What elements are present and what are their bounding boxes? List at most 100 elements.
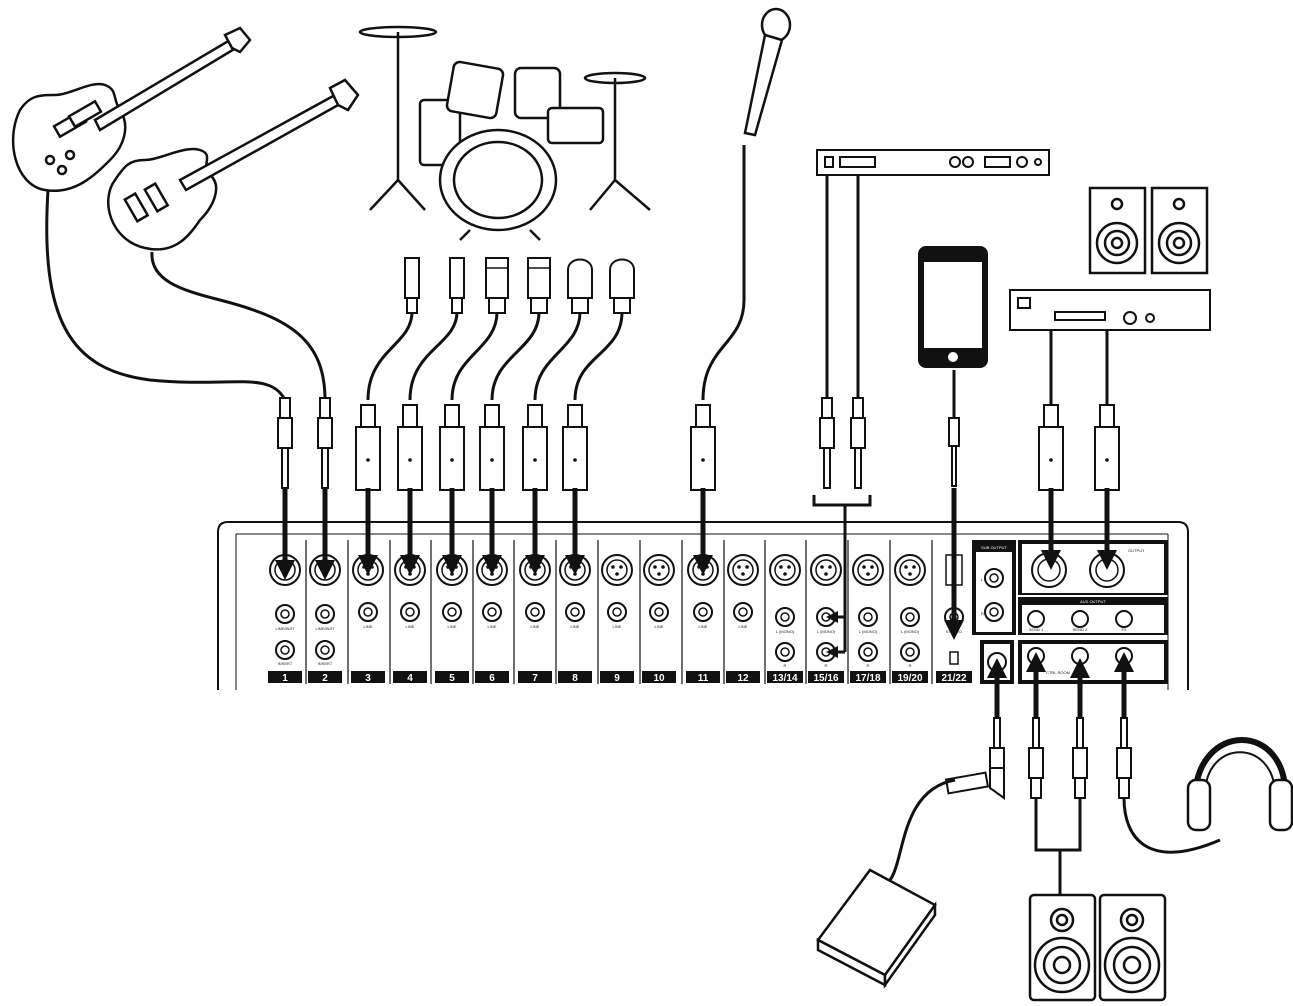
channel-number: 6 bbox=[489, 673, 495, 684]
drum-mic-icon bbox=[485, 257, 509, 314]
headphones-icon bbox=[1186, 737, 1293, 832]
channel-number-badge: 8 bbox=[558, 671, 592, 684]
channel-number-badge: 2 bbox=[308, 671, 342, 684]
xlr-plug bbox=[562, 404, 588, 491]
channel-strip: L (MONO) R 13/14 bbox=[767, 554, 803, 684]
channel-number: 15/16 bbox=[813, 673, 838, 684]
channel-number: 9 bbox=[614, 673, 620, 684]
ctrl-room-l-jack[interactable] bbox=[1027, 647, 1045, 665]
channel-number-badge: 3 bbox=[351, 671, 385, 684]
channel-number: 21/22 bbox=[941, 673, 966, 684]
xlr-plug bbox=[479, 404, 505, 491]
channel-number: 1 bbox=[282, 673, 288, 684]
jack-label: LINE bbox=[571, 624, 580, 629]
jack-label: LINE bbox=[406, 624, 415, 629]
phone-icon bbox=[949, 651, 959, 665]
channel-number: 19/20 bbox=[897, 673, 922, 684]
channel-number: 12 bbox=[737, 673, 749, 684]
drum-mic-icon bbox=[527, 257, 551, 314]
pa-speakers-icon bbox=[1088, 186, 1209, 275]
channel-number-badge: 17/18 bbox=[850, 671, 886, 684]
bass-plug bbox=[317, 397, 333, 489]
xlr-plug bbox=[690, 404, 716, 491]
channel-number: 11 bbox=[698, 673, 709, 684]
output-plugs bbox=[944, 717, 1132, 800]
channel-number: 7 bbox=[532, 673, 538, 684]
channel-strip: L (MONO)R19/20 bbox=[892, 554, 928, 684]
channel-number-badge: 1 bbox=[268, 671, 302, 684]
jack-label: LINE bbox=[613, 624, 622, 629]
xlr-plug bbox=[355, 404, 381, 491]
aux-fx-jack[interactable] bbox=[1115, 610, 1133, 628]
channel-number-badge: 13/14 bbox=[767, 671, 803, 684]
drum-mic-icon bbox=[609, 258, 635, 314]
channel-strip: L (MONO) R 17/18 bbox=[850, 554, 886, 684]
channel-number-badge: 19/20 bbox=[892, 671, 928, 684]
jack-label: L (MONO) bbox=[859, 629, 878, 634]
studio-monitors-icon bbox=[1028, 893, 1167, 1002]
channel-number: 13/14 bbox=[772, 673, 797, 684]
channel-number-badge: 4 bbox=[393, 671, 427, 684]
channel-number-badge: 12 bbox=[726, 671, 760, 684]
channel-strip: LINE 9 bbox=[600, 554, 634, 684]
jack-label: LINE/INST bbox=[315, 626, 335, 631]
jack-label: LINE bbox=[448, 624, 457, 629]
drum-mics bbox=[404, 257, 635, 314]
r-label: R bbox=[784, 663, 787, 668]
channel-number-badge: 10 bbox=[642, 671, 676, 684]
xlr-plug bbox=[522, 404, 548, 491]
jack-label: LINE/INST bbox=[275, 626, 295, 631]
electric-guitar-icon bbox=[11, 26, 252, 193]
foot-switch-icon bbox=[816, 868, 937, 989]
input-cables bbox=[45, 145, 1109, 420]
phones-jack[interactable] bbox=[1115, 647, 1133, 665]
output-section: SUB OUTPUT L R OUTPUT AUX OUTPUT SEND 1 … bbox=[972, 540, 1168, 684]
aux-send1-jack[interactable] bbox=[1027, 610, 1045, 628]
aux-output-label: AUX OUTPUT bbox=[1080, 599, 1106, 604]
channel-number: 8 bbox=[572, 673, 578, 684]
channel-number-badge: 15/16 bbox=[808, 671, 844, 684]
aux-send2-text: SEND 2 bbox=[1073, 627, 1088, 632]
jack-label: L (MONO) bbox=[817, 629, 836, 634]
drum-mic-icon bbox=[449, 257, 465, 314]
drum-mic-icon bbox=[404, 257, 420, 314]
channel-strip: LINE 12 bbox=[726, 554, 760, 684]
channel-number-badge: 9 bbox=[600, 671, 634, 684]
channel-number-badge: 5 bbox=[435, 671, 469, 684]
channel-strip: LINE 10 bbox=[642, 554, 676, 684]
r-label: R bbox=[825, 663, 828, 668]
aux-fx-text: FX bbox=[1121, 627, 1126, 632]
jack-label: L (MONO) bbox=[776, 629, 795, 634]
aux-send1-text: SEND 1 bbox=[1029, 627, 1044, 632]
xlr-plug bbox=[397, 404, 423, 491]
insert-label: INSERT bbox=[278, 661, 293, 666]
channel-number-badge: 6 bbox=[475, 671, 509, 684]
jack-label: LINE bbox=[655, 624, 664, 629]
xlr-plug bbox=[1094, 404, 1120, 491]
channel-number: 5 bbox=[449, 673, 455, 684]
main-output-label: OUTPUT bbox=[1128, 548, 1145, 553]
channel-number-badge: 21/22 bbox=[936, 671, 972, 684]
jack-label: LINE bbox=[364, 624, 373, 629]
jack-label: LINE bbox=[488, 624, 497, 629]
channel-number-badge: 11 bbox=[686, 671, 720, 684]
microphone-icon bbox=[743, 7, 792, 137]
sub-output-label: SUB OUTPUT bbox=[981, 545, 1007, 550]
xlr-plug bbox=[439, 404, 465, 491]
channel-number: 10 bbox=[653, 673, 665, 684]
jack-label: LINE bbox=[739, 624, 748, 629]
xlr-plug bbox=[1038, 404, 1064, 491]
output-arrows bbox=[987, 652, 1134, 720]
guitar-plug bbox=[277, 397, 293, 489]
jack-label: LINE bbox=[699, 624, 708, 629]
ctrl-room-text: CTRL ROOM bbox=[1046, 670, 1070, 675]
input-arrows bbox=[275, 488, 1117, 640]
channel-number: 2 bbox=[322, 673, 328, 684]
instrument-plugs bbox=[277, 397, 960, 489]
sub-l-text: L bbox=[981, 577, 984, 582]
channel-number: 17/18 bbox=[855, 673, 880, 684]
ctrl-room-r-jack[interactable] bbox=[1071, 647, 1089, 665]
r-label: R bbox=[867, 663, 870, 668]
aux-send2-jack[interactable] bbox=[1071, 610, 1089, 628]
